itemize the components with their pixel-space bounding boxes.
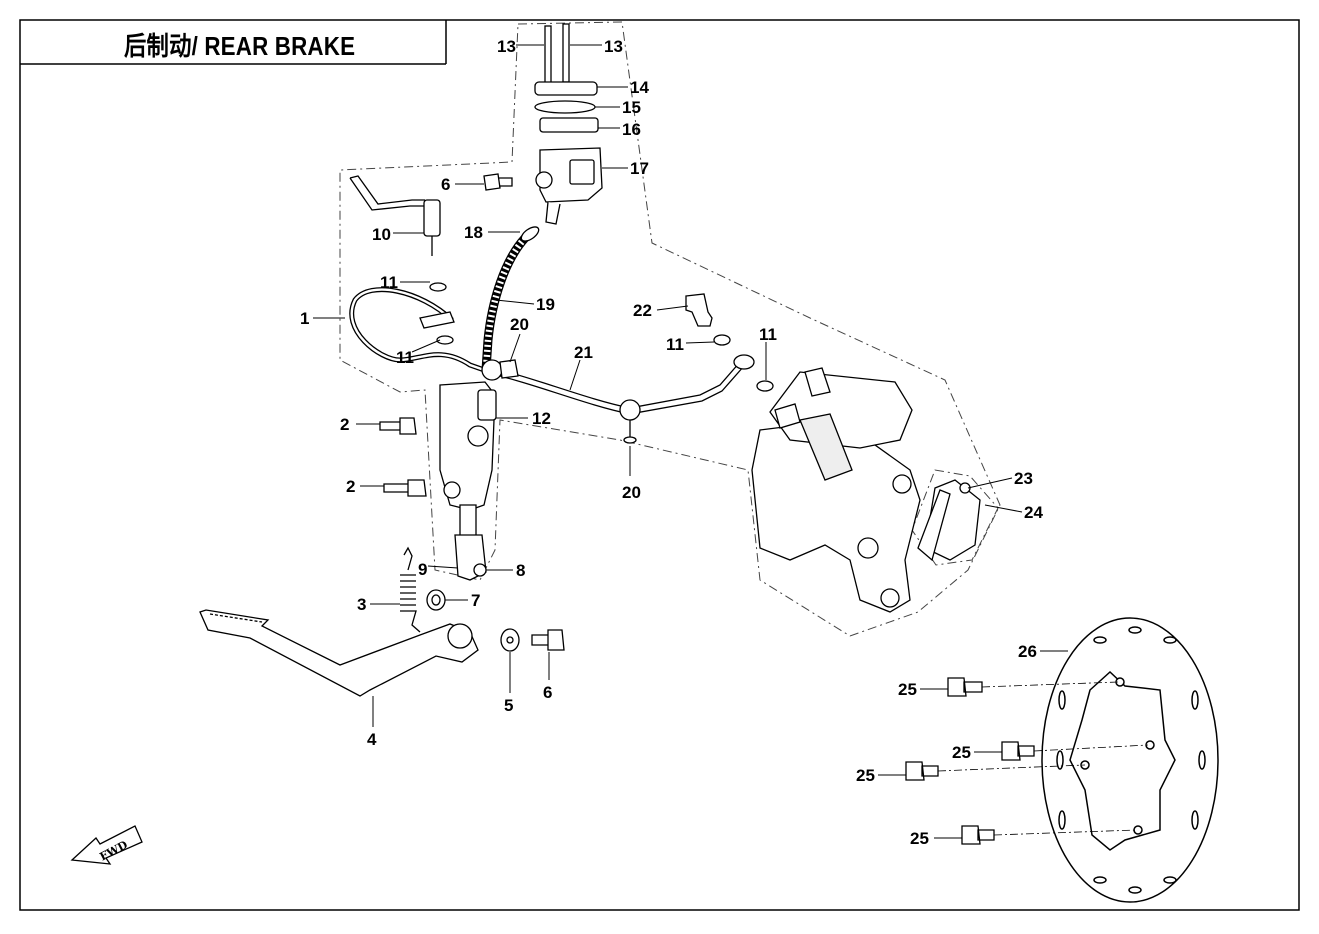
brake-pedal: [199, 546, 565, 697]
callout-21: 21: [574, 343, 593, 362]
callout-20-lower: 20: [622, 483, 641, 502]
callout-20-upper: 20: [510, 315, 529, 334]
callout-13-left: 13: [497, 37, 516, 56]
callout-6-upper: 6: [441, 175, 450, 194]
callout-19: 19: [536, 295, 555, 314]
page-title: 后制动/ REAR BRAKE: [124, 31, 356, 61]
reservoir-screw-left: [544, 25, 552, 87]
brake-lines: [349, 175, 774, 444]
brake-pipe: [499, 361, 741, 409]
callout-13-right: 13: [604, 37, 623, 56]
brake-hose-loop: [349, 287, 491, 375]
disc-bolts: [905, 677, 1035, 845]
callout-labels: 13 13 14 15 16 17 6 18 10 11 1 11 19 20 …: [300, 37, 1043, 848]
caliper-bracket: [751, 367, 921, 613]
callout-5: 5: [504, 696, 513, 715]
callout-4: 4: [367, 730, 377, 749]
callout-24: 24: [1024, 503, 1043, 522]
brake-switch-wire: [349, 177, 425, 211]
callout-1: 1: [300, 309, 309, 328]
callout-22: 22: [633, 301, 652, 320]
master-cylinder: [379, 359, 519, 581]
brake-switch: [423, 199, 441, 237]
callout-16: 16: [622, 120, 641, 139]
callout-17: 17: [630, 159, 649, 178]
callout-11-lower: 11: [396, 348, 414, 367]
reservoir-plate: [534, 100, 596, 114]
callout-3: 3: [357, 595, 366, 614]
callout-23: 23: [1014, 469, 1033, 488]
brake-disc: [1041, 617, 1219, 903]
banjo-bolt: [685, 293, 713, 327]
reservoir-diaphragm: [539, 117, 599, 133]
page-frame: [19, 19, 1300, 911]
brake-pads: [917, 479, 981, 562]
callout-7: 7: [471, 591, 480, 610]
reservoir-assembly: [483, 23, 603, 225]
master-cylinder-bolt-lower: [383, 479, 427, 497]
leader-lines: [313, 44, 1068, 839]
reservoir-cap: [534, 81, 598, 96]
reservoir-screw-right: [562, 23, 570, 83]
callout-25-top: 25: [898, 680, 917, 699]
callout-25-left: 25: [856, 766, 875, 785]
callout-26: 26: [1018, 642, 1037, 661]
callout-15: 15: [622, 98, 641, 117]
callout-11-pipe: 11: [666, 335, 684, 354]
master-cylinder-bolt-upper: [379, 417, 417, 435]
callout-2-lower: 2: [346, 477, 355, 496]
callout-11-upper: 11: [380, 273, 398, 292]
disc-bolt-axes: [937, 681, 1149, 836]
callout-25-mid: 25: [952, 743, 971, 762]
callout-18: 18: [464, 223, 483, 242]
disc-bolt-4: [961, 825, 995, 845]
callout-11-caliper: 11: [759, 325, 777, 344]
disc-bolt-1: [947, 677, 983, 697]
callout-12: 12: [532, 409, 551, 428]
return-spring: [400, 546, 421, 633]
disc-bolt-2: [1001, 741, 1035, 761]
disc-bolt-3: [905, 761, 939, 781]
pedal-bolt: [531, 629, 565, 651]
callout-9: 9: [418, 560, 427, 579]
reservoir-bolt: [483, 173, 513, 191]
callout-2-upper: 2: [340, 415, 349, 434]
callout-25-bottom: 25: [910, 829, 929, 848]
callout-10: 10: [372, 225, 391, 244]
fwd-arrow-icon: FWD: [70, 825, 143, 865]
callout-6-lower: 6: [543, 683, 552, 702]
callout-8: 8: [516, 561, 525, 580]
reservoir-hose: [481, 234, 529, 371]
callout-14: 14: [630, 78, 649, 97]
